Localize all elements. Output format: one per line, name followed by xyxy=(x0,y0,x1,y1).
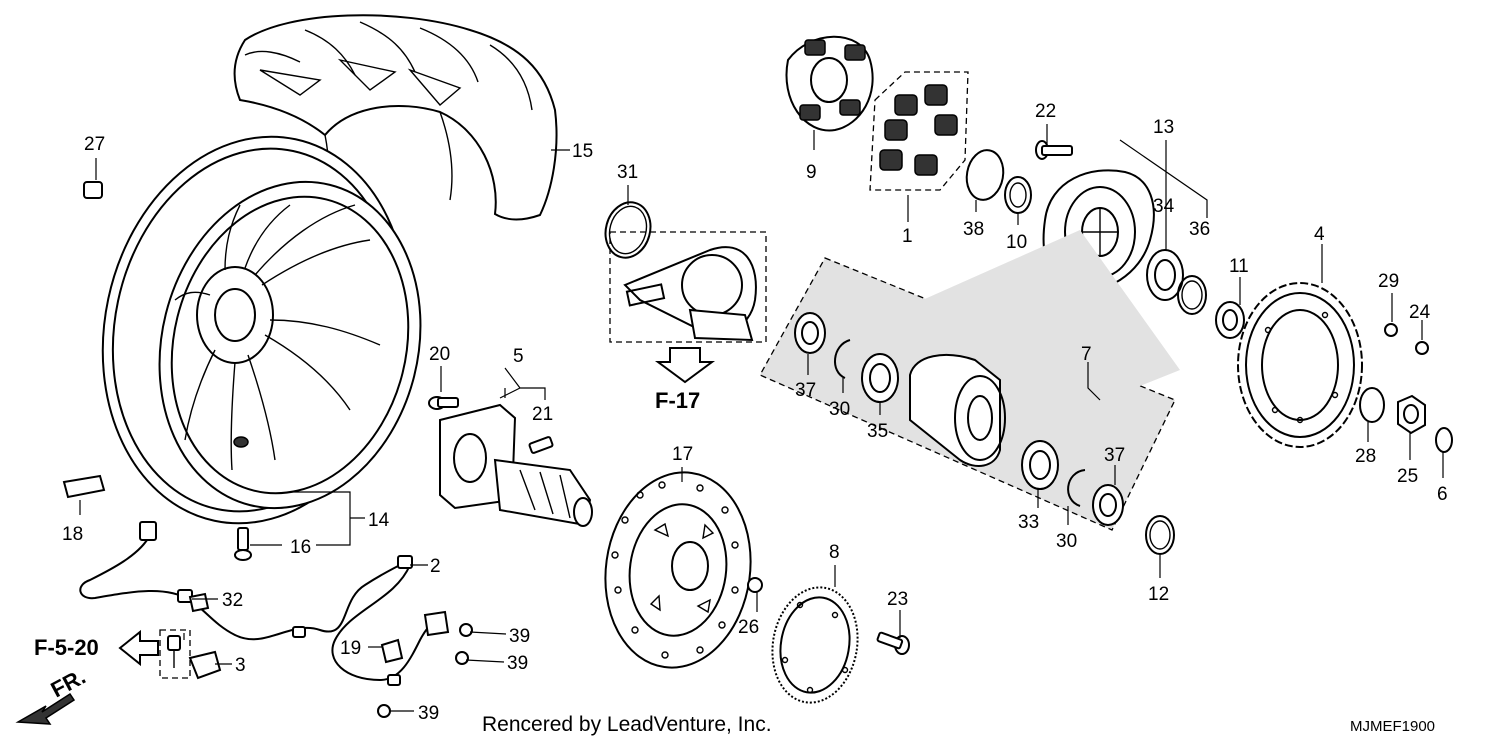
wheel-speed-sensor-harness[interactable] xyxy=(79,521,450,686)
valve-cap[interactable] xyxy=(83,181,103,199)
callout-4: 4 xyxy=(1314,224,1325,245)
callout-24: 24 xyxy=(1409,302,1431,323)
pulser-ring-bolt-23[interactable] xyxy=(876,631,910,655)
callout-32: 32 xyxy=(222,590,243,611)
callout-13: 13 xyxy=(1153,117,1174,138)
rear-wheel-hub-flange[interactable] xyxy=(439,403,593,527)
callout-2: 2 xyxy=(430,556,441,577)
rear-wheel-rim[interactable] xyxy=(68,108,454,552)
circlip-30-right[interactable] xyxy=(1067,469,1086,507)
callout-12: 12 xyxy=(1148,584,1169,605)
ref-f-5-20: F-5-20 xyxy=(34,635,99,660)
callout-11: 11 xyxy=(1229,256,1249,277)
front-direction-arrow xyxy=(15,692,76,725)
callout-39-a: 39 xyxy=(509,626,530,647)
hub-stud-21[interactable] xyxy=(528,436,554,454)
callout-1: 1 xyxy=(902,226,913,247)
caliper-bracket-assembly[interactable] xyxy=(609,231,767,343)
callout-10: 10 xyxy=(1006,232,1027,253)
circlip-30-left[interactable] xyxy=(834,339,851,379)
callout-20: 20 xyxy=(429,344,450,365)
flange-bolt-22[interactable] xyxy=(1035,140,1073,160)
callout-16: 16 xyxy=(290,537,311,558)
callout-26: 26 xyxy=(738,617,759,638)
callout-37-left: 37 xyxy=(795,380,816,401)
callout-9: 9 xyxy=(806,162,817,183)
circlip-31[interactable] xyxy=(600,197,657,262)
washer-28[interactable] xyxy=(1359,387,1385,423)
bearing-holder[interactable] xyxy=(909,354,1006,467)
collar-11[interactable] xyxy=(1215,301,1245,339)
render-credit: Rencered by LeadVenture, Inc. xyxy=(482,713,772,736)
bearing-33[interactable] xyxy=(1021,440,1059,490)
callout-7: 7 xyxy=(1081,344,1092,365)
callout-18: 18 xyxy=(62,524,83,545)
callout-21: 21 xyxy=(532,404,553,425)
callout-27: 27 xyxy=(84,134,105,155)
reference-f-17 xyxy=(654,347,716,384)
callout-29: 29 xyxy=(1378,271,1399,292)
rear-brake-disc[interactable] xyxy=(593,463,763,677)
dust-seal-36[interactable] xyxy=(1177,275,1207,315)
bearing-37-right[interactable] xyxy=(1092,484,1124,526)
pulser-ring[interactable] xyxy=(764,581,867,710)
callout-15: 15 xyxy=(572,141,593,162)
callout-17: 17 xyxy=(672,444,693,465)
callout-22: 22 xyxy=(1035,101,1056,122)
balance-weight[interactable] xyxy=(62,474,106,499)
callout-36: 36 xyxy=(1189,219,1210,240)
callout-23: 23 xyxy=(887,589,908,610)
reference-f-5-20 xyxy=(118,629,191,679)
bearing-35[interactable] xyxy=(861,353,899,403)
callout-8: 8 xyxy=(829,542,840,563)
callout-35: 35 xyxy=(867,421,888,442)
callout-33: 33 xyxy=(1018,512,1039,533)
nut-24[interactable] xyxy=(1415,341,1429,355)
callout-14: 14 xyxy=(368,510,390,531)
rear-tire[interactable] xyxy=(233,14,558,221)
callout-numbers: 15 27 14 16 18 2 32 3 19 39 39 39 20 5 2… xyxy=(62,101,1448,724)
callout-37-right: 37 xyxy=(1104,445,1125,466)
final-driven-flange-damper-holder[interactable] xyxy=(785,35,874,132)
leader-lines xyxy=(79,124,1444,712)
ref-fr: FR. xyxy=(47,664,90,703)
axle-nut-25[interactable] xyxy=(1397,394,1426,435)
callout-31: 31 xyxy=(617,162,638,183)
callout-6: 6 xyxy=(1437,484,1448,505)
bearing-37-left[interactable] xyxy=(794,312,826,354)
callout-5: 5 xyxy=(513,346,524,367)
callout-39-b: 39 xyxy=(507,653,528,674)
callout-3: 3 xyxy=(235,655,246,676)
o-ring-38[interactable] xyxy=(963,147,1007,202)
callout-25: 25 xyxy=(1397,466,1418,487)
final-driven-sprocket[interactable] xyxy=(1237,282,1363,448)
callout-38: 38 xyxy=(963,219,984,240)
wheel-damper-rubbers[interactable] xyxy=(869,71,969,191)
bearing-34[interactable] xyxy=(1146,249,1184,301)
harness-clip[interactable] xyxy=(188,592,210,613)
hub-bolt-20[interactable] xyxy=(428,396,459,410)
flange-bolts-39[interactable] xyxy=(377,623,473,718)
harness-clamp[interactable] xyxy=(188,650,222,680)
wire-clamp[interactable] xyxy=(380,638,404,664)
callout-28: 28 xyxy=(1355,446,1376,467)
diagram-code: MJMEF1900 xyxy=(1350,718,1435,735)
tire-valve[interactable] xyxy=(234,527,252,561)
callout-39-c: 39 xyxy=(418,703,439,724)
disc-bolt-26[interactable] xyxy=(747,577,763,593)
stud-bolt-29[interactable] xyxy=(1384,323,1398,337)
callout-19: 19 xyxy=(340,638,361,659)
washer-6[interactable] xyxy=(1435,427,1453,453)
callout-34: 34 xyxy=(1153,196,1175,217)
ref-f-17: F-17 xyxy=(655,388,700,413)
callout-30-left: 30 xyxy=(829,399,850,420)
callout-30-right: 30 xyxy=(1056,531,1077,552)
dust-seal-12[interactable] xyxy=(1145,515,1175,555)
